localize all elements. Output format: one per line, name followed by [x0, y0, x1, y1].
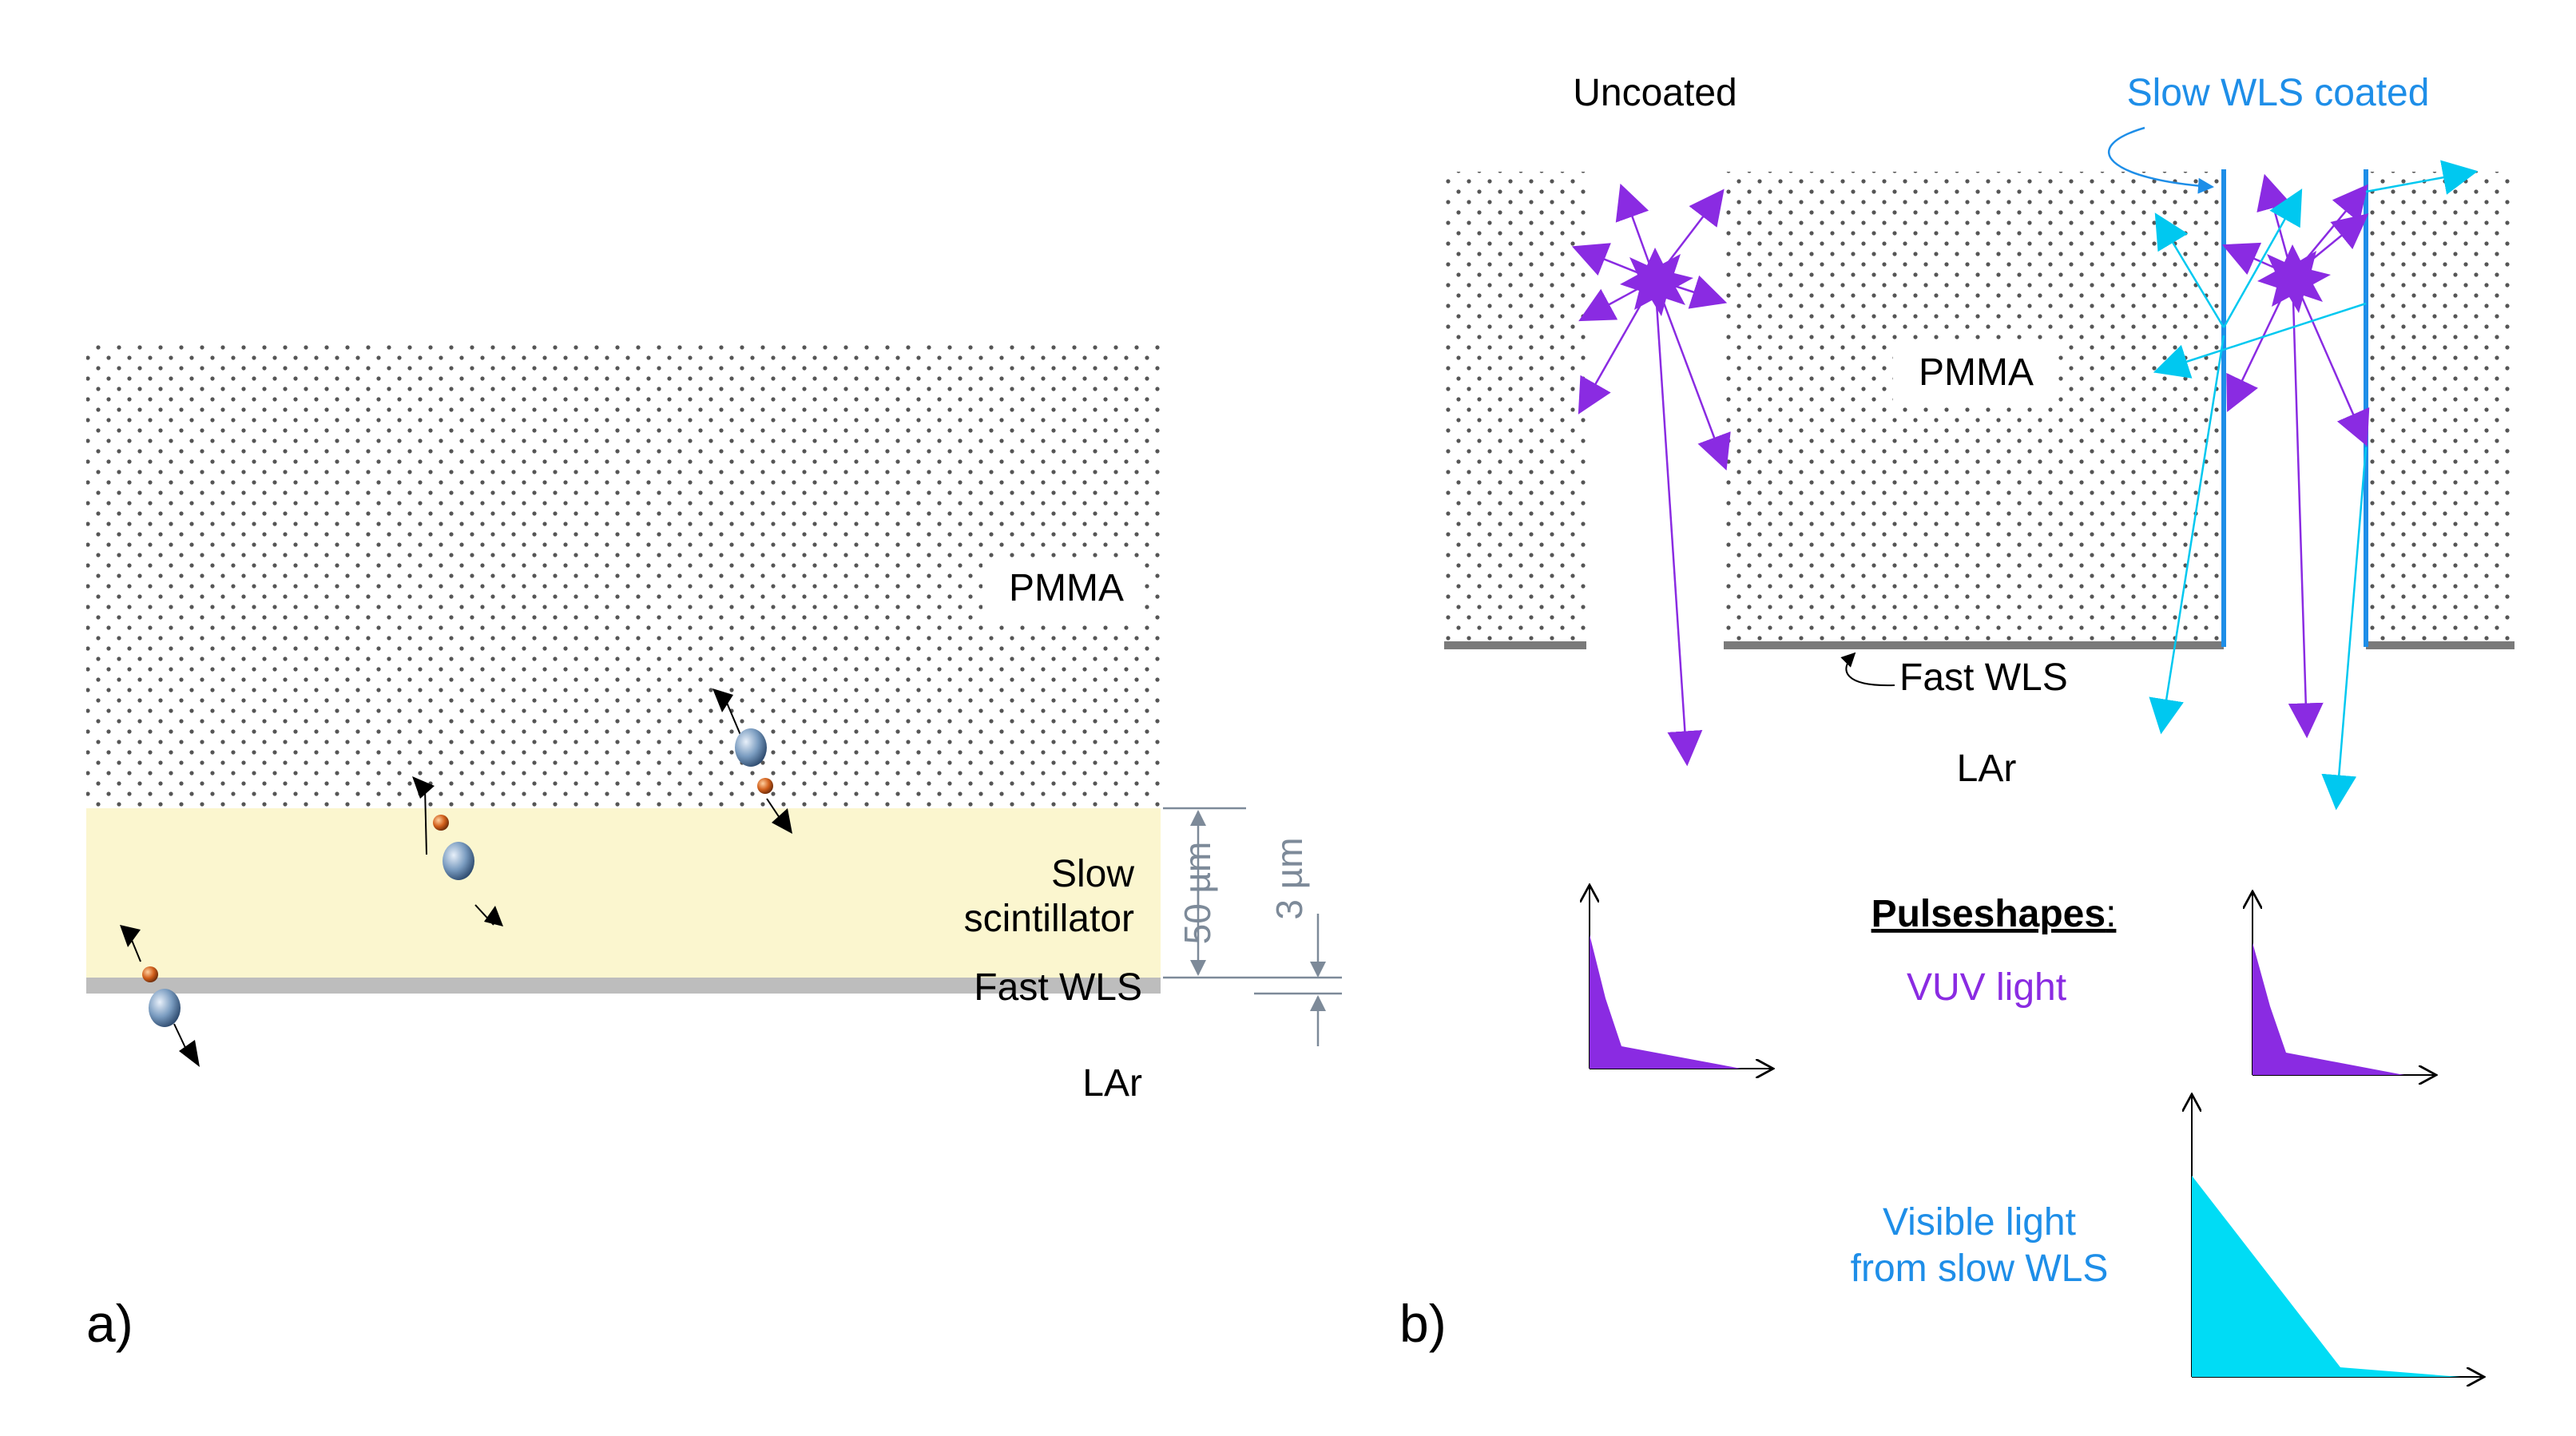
- vuv-flash-coated: [2257, 244, 2331, 313]
- electron-particle: [142, 966, 158, 982]
- vuv-pulse-shape-coated: [2253, 942, 2404, 1075]
- pmma-block-right: [2366, 172, 2514, 645]
- panel-a-label: a): [86, 1294, 133, 1353]
- fast-wls-pointer: [1840, 652, 1895, 687]
- fast-wls-strip-middle: [1724, 641, 2224, 649]
- lar-label-a: LAr: [1082, 1062, 1142, 1105]
- electron-particle: [757, 778, 773, 794]
- panel-b: PMMA Uncoated Slow WLS coated Fast WLS L…: [1399, 72, 2514, 1377]
- panel-b-label: b): [1399, 1294, 1447, 1353]
- visible-light-label-1: Visible light: [1883, 1201, 2076, 1244]
- pulse-plot-coated-vuv: [2253, 891, 2436, 1075]
- particle-pair-1: [412, 776, 503, 926]
- visible-pulse-shape: [2192, 1176, 2460, 1377]
- dimension-3um-label: 3 µm: [1268, 837, 1310, 919]
- pulseshapes-title: Pulseshapes:: [1871, 893, 2117, 935]
- dimension-50um-label: 50 µm: [1177, 842, 1218, 945]
- slow-wls-coated-label: Slow WLS coated: [2127, 72, 2430, 114]
- pmma-label-b: PMMA: [1919, 351, 2034, 394]
- pulse-plot-uncoated: [1590, 885, 1773, 1069]
- fast-wls-label-b: Fast WLS: [1899, 657, 2068, 699]
- ion-particle: [149, 989, 181, 1027]
- pmma-block-a: [86, 343, 1161, 808]
- particle-pair-3: [120, 925, 200, 1067]
- pmma-label-a: PMMA: [1009, 567, 1124, 609]
- slow-label-1: Slow: [1051, 853, 1134, 895]
- ion-particle: [443, 842, 474, 880]
- lar-label-b: LAr: [1957, 748, 2017, 790]
- pmma-block-middle: [1724, 172, 2224, 645]
- uncoated-label: Uncoated: [1573, 72, 1737, 114]
- panel-a: PMMA Slow scintillator Fast WLS LAr 50 µ…: [86, 343, 1342, 1353]
- ion-particle: [735, 728, 767, 767]
- dimension-50um: [1163, 807, 1342, 979]
- dimension-3um: [1254, 914, 1342, 1046]
- vuv-light-label: VUV light: [1907, 966, 2066, 1009]
- electron-particle: [433, 815, 449, 831]
- fast-wls-label-a: Fast WLS: [974, 966, 1142, 1009]
- particle-pair-2: [712, 688, 792, 834]
- visible-emission: [2149, 160, 2479, 811]
- pmma-block-left: [1444, 172, 1586, 645]
- coated-pointer-arrow: [2107, 126, 2214, 194]
- vuv-pulse-shape: [1590, 934, 1741, 1069]
- fast-wls-layer-a: [86, 978, 1161, 994]
- fast-wls-strip-left: [1444, 641, 1586, 649]
- fast-wls-strip-right: [2366, 641, 2514, 649]
- slow-scintillator-layer: [86, 808, 1161, 978]
- slow-label-2: scintillator: [964, 898, 1134, 940]
- vuv-flash-uncoated: [1620, 248, 1693, 316]
- pulse-plot-visible: [2192, 1094, 2484, 1377]
- visible-light-label-2: from slow WLS: [1851, 1248, 2109, 1290]
